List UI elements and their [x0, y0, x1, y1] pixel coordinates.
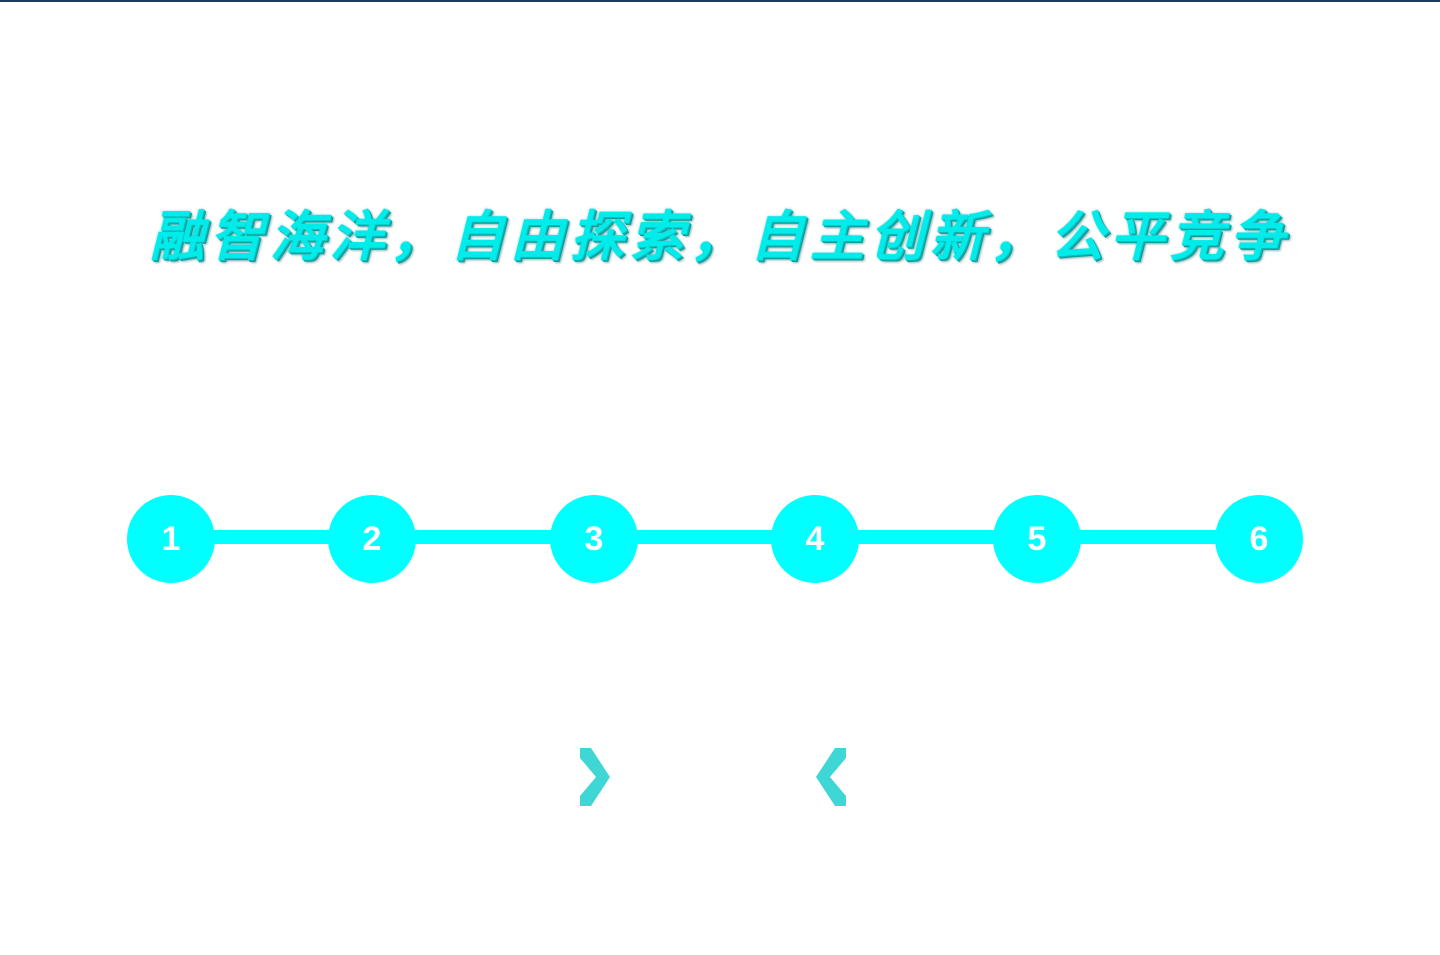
chevron-right-icon	[578, 748, 612, 806]
stepper-connector-line	[170, 530, 1260, 544]
step-node-5[interactable]: 5	[993, 495, 1081, 583]
step-number: 2	[362, 520, 382, 558]
step-node-2[interactable]: 2	[328, 495, 416, 583]
step-number: 3	[584, 520, 604, 558]
step-number: 4	[805, 520, 825, 558]
step-number: 1	[161, 520, 181, 558]
prev-button[interactable]	[814, 748, 848, 806]
step-node-1[interactable]: 1	[127, 495, 215, 583]
next-button[interactable]	[578, 748, 612, 806]
step-number: 6	[1249, 520, 1269, 558]
step-node-4[interactable]: 4	[771, 495, 859, 583]
step-number: 5	[1027, 520, 1047, 558]
slogan-title: 融智海洋，自由探索，自主创新，公平竞争	[150, 204, 1290, 268]
top-border	[0, 0, 1440, 2]
step-node-6[interactable]: 6	[1215, 495, 1303, 583]
chevron-left-icon	[814, 748, 848, 806]
step-node-3[interactable]: 3	[550, 495, 638, 583]
